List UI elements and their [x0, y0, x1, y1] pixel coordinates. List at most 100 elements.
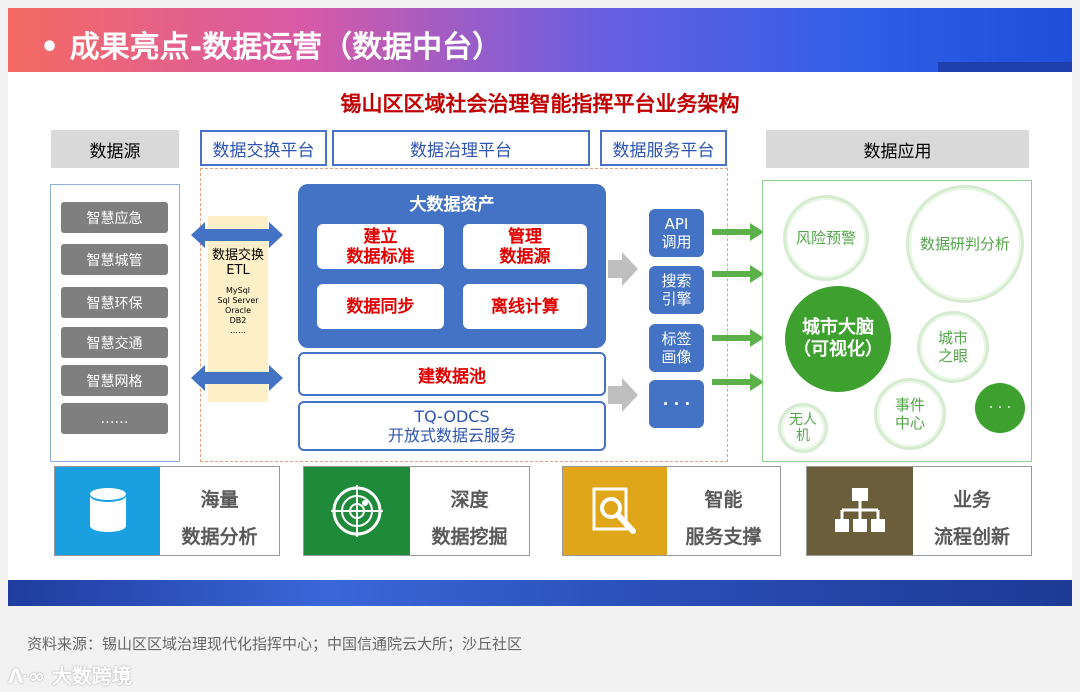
source-item: …… [61, 403, 168, 434]
app-line: 事件 [894, 396, 925, 414]
footer-band [8, 580, 1072, 606]
watermark: ᐽ∞ 大数跨境 [8, 660, 132, 689]
source-item: 智慧环保 [61, 287, 168, 318]
data-application-label: 数据应用 [766, 130, 1029, 168]
asset-line: 管理 [508, 226, 542, 247]
watermark-logo-icon: ᐽ∞ [8, 664, 52, 688]
asset-box-source: 管理数据源 [463, 224, 587, 269]
feature-line: 服务支撑 [685, 526, 762, 548]
app-data-analysis: 数据研判分析 [906, 185, 1024, 303]
feature-line: 流程创新 [933, 526, 1010, 548]
feature-line: 数据挖掘 [431, 526, 508, 548]
slide: • 成果亮点-数据运营（数据中台） 锡山区区域社会治理智能指挥平台业务架构 数据… [8, 8, 1072, 606]
app-city-brain: 城市大脑（可视化） [785, 286, 891, 392]
source-item: 智慧应急 [61, 202, 168, 233]
service-platform-label: 数据服务平台 [600, 130, 727, 166]
diagram-title: 锡山区区域社会治理智能指挥平台业务架构 [340, 92, 740, 116]
feature-line: 深度 [450, 489, 489, 511]
header-accent-band [938, 62, 1072, 72]
feature-text: 深度 数据挖掘 [410, 467, 529, 555]
green-arrow [712, 373, 764, 391]
feature-text: 海量 数据分析 [160, 467, 279, 555]
etl-title: 数据交换 ETL [204, 248, 272, 278]
app-line: 无人 [789, 412, 817, 428]
service-line: 搜索 [661, 272, 692, 290]
green-arrow [712, 223, 764, 241]
app-line: （可视化） [793, 339, 883, 360]
app-line: 机 [796, 428, 810, 444]
green-arrow [712, 329, 764, 347]
source-note: 资料来源：锡山区区域治理现代化指挥中心；中国信通院云大所；沙丘社区 [27, 635, 523, 653]
source-item: 智慧网格 [61, 365, 168, 396]
feature-line: 智能 [704, 489, 743, 511]
etl-db-item: Sql Server [217, 296, 259, 305]
data-source-panel [50, 184, 180, 462]
flow-arrow [608, 252, 638, 286]
asset-box-sync: 数据同步 [317, 284, 444, 329]
etl-db-item: Oracle [224, 306, 252, 315]
app-event-center: 事件中心 [874, 378, 946, 450]
governance-platform-label: 数据治理平台 [332, 130, 590, 166]
etl-db-list: MySql Sql Server Oracle DB2 …… [204, 286, 272, 336]
tq-odcs-box: TQ-ODCS 开放式数据云服务 [298, 401, 606, 451]
app-line: 中心 [894, 414, 925, 432]
feature-card: 业务 流程创新 [806, 466, 1032, 556]
data-source-label: 数据源 [51, 130, 179, 168]
service-line: 引擎 [661, 290, 692, 308]
feature-text: 业务 流程创新 [913, 467, 1031, 555]
exchange-platform-label: 数据交换平台 [200, 130, 327, 166]
data-assets-title: 大数据资产 [409, 195, 495, 215]
exchange-arrow-top [191, 222, 283, 248]
org-chart-icon [807, 467, 913, 555]
application-panel [762, 180, 1032, 462]
asset-box-offline: 离线计算 [463, 284, 587, 329]
app-city-eye: 城市之眼 [917, 311, 989, 383]
asset-box-standard: 建立数据标准 [317, 224, 444, 269]
exchange-arrow-bottom [191, 365, 283, 391]
asset-line: 建立 [363, 226, 398, 247]
etl-title-line: 数据交换 [211, 248, 264, 263]
app-line: 之眼 [937, 347, 968, 365]
service-tag: 标签画像 [649, 324, 704, 372]
service-line: 调用 [661, 233, 692, 251]
feature-card: 深度 数据挖掘 [303, 466, 530, 556]
feature-line: 业务 [952, 489, 991, 511]
service-search: 搜索引擎 [649, 266, 704, 314]
etl-title-line: ETL [226, 263, 250, 278]
page-title: • 成果亮点-数据运营（数据中台） [40, 30, 503, 65]
asset-line: 数据标准 [346, 246, 415, 267]
radar-icon [304, 467, 410, 555]
app-more: · · · [975, 383, 1025, 433]
feature-text: 智能 服务支撑 [667, 467, 780, 555]
tq-line: TQ-ODCS [414, 407, 490, 426]
search-document-icon [563, 467, 667, 555]
app-line: 城市 [937, 329, 968, 347]
green-arrow [712, 265, 764, 283]
source-item: 智慧交通 [61, 327, 168, 358]
service-more: · · · [649, 380, 704, 428]
platform-frame [200, 168, 728, 462]
app-risk-warning: 风险预警 [783, 195, 869, 281]
source-item: 智慧城管 [61, 244, 168, 275]
asset-line: 数据源 [499, 246, 551, 267]
service-line: 标签 [661, 330, 692, 348]
service-line: 画像 [661, 348, 692, 366]
app-drone: 无人机 [778, 403, 828, 453]
data-pool-box: 建数据池 [298, 352, 606, 396]
watermark-text: 大数跨境 [51, 664, 132, 688]
app-line: 城市大脑 [802, 317, 874, 338]
database-icon [55, 467, 160, 555]
header-bar: • 成果亮点-数据运营（数据中台） [8, 8, 1072, 72]
feature-card: 智能 服务支撑 [562, 466, 781, 556]
feature-card: 海量 数据分析 [54, 466, 280, 556]
etl-panel [208, 216, 268, 402]
flow-arrow [608, 378, 638, 412]
tq-line: 开放式数据云服务 [387, 426, 516, 445]
etl-db-item: …… [230, 326, 246, 335]
feature-line: 数据分析 [181, 526, 258, 548]
etl-db-item: DB2 [229, 316, 247, 325]
feature-line: 海量 [200, 489, 239, 511]
etl-db-item: MySql [225, 286, 250, 295]
service-line: API [664, 215, 689, 233]
